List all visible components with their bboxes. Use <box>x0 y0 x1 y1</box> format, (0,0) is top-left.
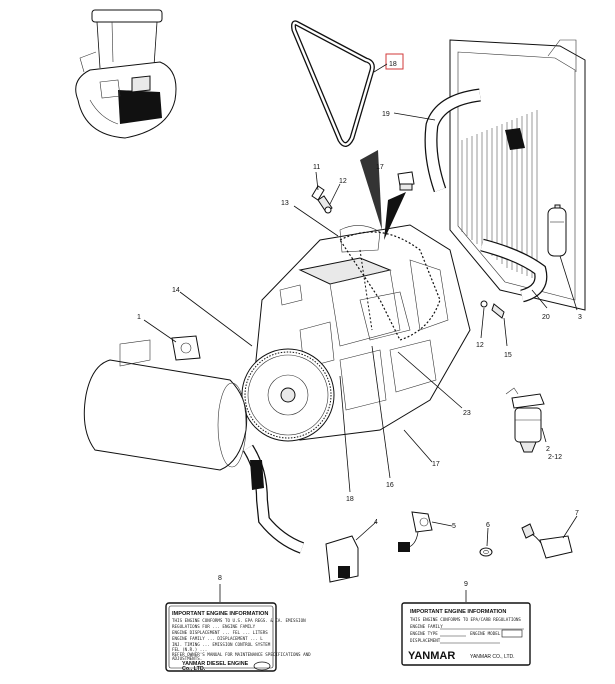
callout-label: 16 <box>386 482 394 489</box>
radiator-assembly <box>424 39 586 311</box>
engine-info-plate-9: IMPORTANT ENGINE INFORMATION THIS ENGINE… <box>401 602 531 666</box>
callout-label: 17 <box>376 164 384 171</box>
sensor-15 <box>480 300 505 319</box>
callout-labels: 18 19 11 17 12 13 14 1 3 20 12 15 23 2 2… <box>137 61 582 588</box>
muffler <box>83 339 305 554</box>
plate-9-line: THIS ENGINE CONFORMS TO EPA/CARB REGULAT… <box>410 617 521 622</box>
plate-9-brand: YANMAR <box>408 650 455 662</box>
callout-label: 18 <box>389 61 397 68</box>
relay-4 <box>325 535 359 583</box>
plate-8-line: ENGINE FAMILY ... DISPLACEMENT ... L <box>172 636 263 641</box>
engine-assembly <box>241 224 471 442</box>
harness-5 <box>398 511 433 552</box>
callout-label: 2-12 <box>548 454 562 461</box>
fuel-filter <box>505 387 545 453</box>
excavator-thumbnail-icon <box>75 9 177 139</box>
callout-label: 8 <box>218 575 222 582</box>
washer-6 <box>479 547 493 557</box>
callout-label: 6 <box>486 522 490 529</box>
callout-20-highlight <box>385 53 404 70</box>
plate-8-line: ADJUSTMENTS. <box>172 656 202 661</box>
plate-8-line: ENGINE DISPLACEMENT ... FEL ... LITERS <box>172 630 268 635</box>
callout-label: 1 <box>137 314 141 321</box>
callout-label: 15 <box>504 352 512 359</box>
plate-9-brand-sub: YANMAR CO., LTD. <box>470 654 515 660</box>
plate-9-line: ENGINE FAMILY <box>410 624 443 629</box>
callout-label: 3 <box>578 314 582 321</box>
sensor-7 <box>521 523 573 559</box>
plate-9-line: ENGINE MODEL <box>470 631 501 636</box>
plate-8-footer: YANMAR DIESEL ENGINE <box>182 661 249 667</box>
plate-9-title: IMPORTANT ENGINE INFORMATION <box>410 609 506 615</box>
callout-label: 7 <box>575 510 579 517</box>
fan-belt <box>291 20 375 147</box>
yanmar-logo-icon <box>253 661 271 671</box>
plate-9-line: DISPLACEMENT <box>410 638 441 643</box>
gasket <box>171 335 201 361</box>
plate-9-line: ENGINE TYPE <box>410 631 438 636</box>
callout-label: 4 <box>374 519 378 526</box>
plate-8-line: INJ. TIMING ... EMISSION CONTROL SYSTEM <box>172 642 271 647</box>
radiator-cap <box>397 171 415 191</box>
callout-label: 18 <box>346 496 354 503</box>
plate-8-footer: Co., LTD. <box>182 666 206 672</box>
callout-label: 12 <box>339 178 347 185</box>
callout-label: 5 <box>452 523 456 530</box>
callout-label: 17 <box>432 461 440 468</box>
callout-label: 19 <box>382 111 390 118</box>
callout-label: 9 <box>464 581 468 588</box>
callout-label: 13 <box>281 200 289 207</box>
callout-label: 20 <box>542 314 550 321</box>
fitting-11-12 <box>311 185 333 214</box>
plate-8-line: REFER OWNER'S MANUAL FOR MAINTENANCE SPE… <box>172 652 311 657</box>
callout-label: 12 <box>476 342 484 349</box>
callout-label: 11 <box>313 164 320 171</box>
plate-8-line: REGULATIONS FOR ... ENGINE FAMILY <box>172 624 256 629</box>
plate-8-title: IMPORTANT ENGINE INFORMATION <box>172 611 268 617</box>
plate-8-line: THIS ENGINE CONFORMS TO U.S. EPA REGS. &… <box>172 618 306 623</box>
engine-info-plate-8: IMPORTANT ENGINE INFORMATION THIS ENGINE… <box>165 602 311 672</box>
callout-label: 2 <box>546 446 550 453</box>
plate-8-line: FEL (N.R.) ... <box>172 647 207 652</box>
callout-label: 14 <box>172 287 180 294</box>
callout-label: 23 <box>463 410 471 417</box>
